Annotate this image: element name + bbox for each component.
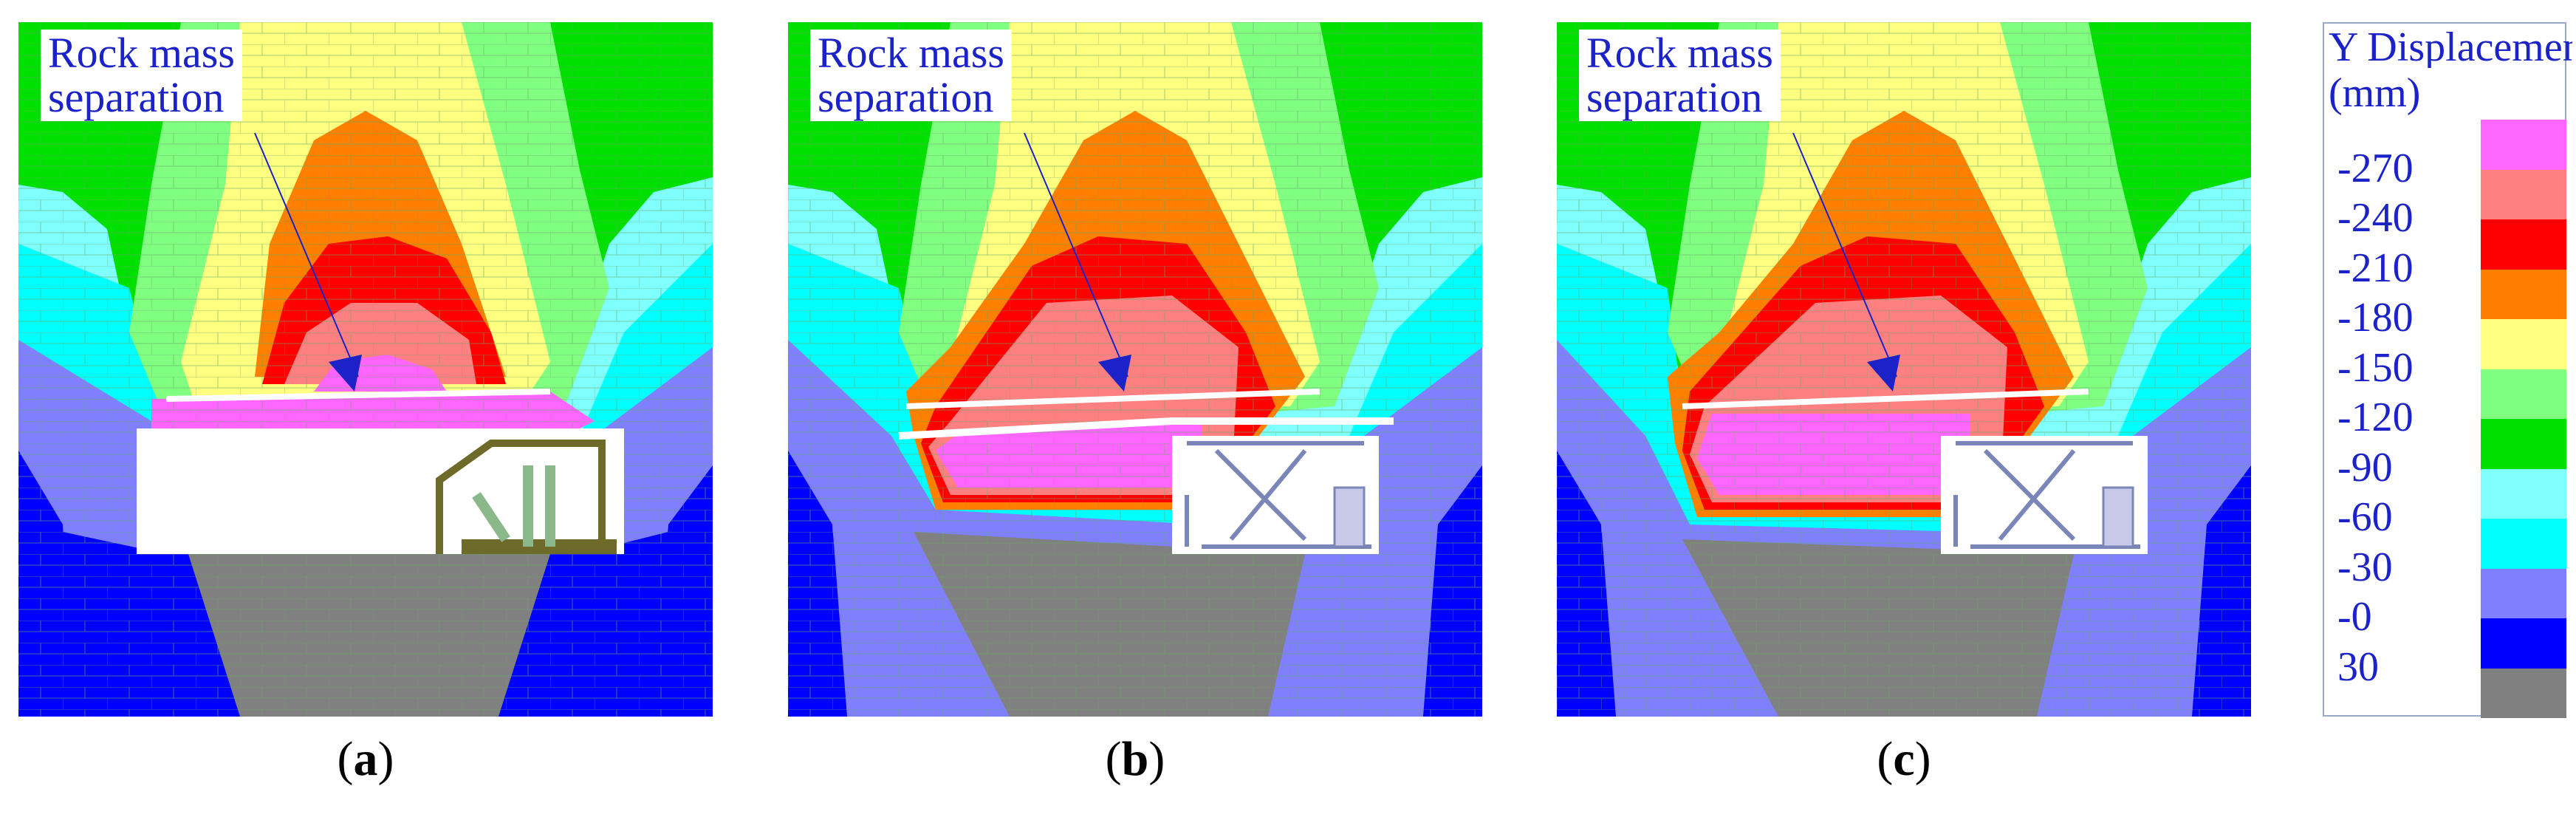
annotation-line-1: Rock mass — [48, 29, 235, 77]
legend-swatch — [2481, 668, 2566, 718]
hydraulic-support — [1953, 441, 2140, 549]
caption-c: (c) — [1877, 732, 1931, 786]
legend-swatch — [2481, 169, 2566, 219]
annotation-line-2: separation — [1586, 73, 1763, 121]
annotation-line-2: separation — [48, 73, 225, 121]
legend-swatch — [2481, 269, 2566, 319]
color-legend: Y Displacement (mm) -270-240-210-180-150… — [2323, 22, 2572, 718]
support-cylinder — [1333, 486, 1366, 548]
legend-label: -240 — [2337, 195, 2414, 241]
annotation-leader — [1792, 132, 1897, 377]
legend-label: -0 — [2337, 594, 2372, 640]
legend-label: -30 — [2337, 544, 2393, 590]
legend-title: Y Displacement — [2329, 27, 2572, 68]
support-frame — [436, 440, 606, 554]
annotation-leader — [1024, 132, 1128, 377]
panel-c: Rock mass separation — [1557, 22, 2251, 717]
displacement-contour-c — [1557, 22, 2251, 717]
legend-swatch — [2481, 219, 2566, 270]
panel-a: Rock mass separation — [18, 22, 713, 717]
mesh-grid — [1557, 22, 2251, 717]
separation-gap — [1682, 389, 2089, 409]
legend-swatch — [2481, 568, 2566, 618]
legend-label: -180 — [2337, 295, 2414, 341]
displacement-contour-a — [18, 22, 713, 717]
legend-unit: (mm) — [2329, 70, 2421, 116]
legend-swatch — [2481, 369, 2566, 419]
caption-a: (a) — [337, 732, 394, 786]
annotation-arrow-icon — [329, 355, 362, 392]
roadway-opening — [137, 428, 624, 554]
legend-label: 30 — [2337, 643, 2379, 690]
roadway-opening — [1172, 436, 1379, 554]
annotation-line-1: Rock mass — [818, 29, 1004, 77]
separation-gap — [905, 389, 1320, 409]
roof-gap — [898, 417, 1394, 440]
hydraulic-support — [1185, 441, 1371, 549]
legend-label: -60 — [2337, 494, 2393, 540]
annotation-arrow-icon — [1867, 355, 1900, 392]
legend-label: -90 — [2337, 444, 2393, 491]
legend-label: -150 — [2337, 344, 2414, 391]
legend-swatch — [2481, 120, 2566, 170]
caption-letter: b — [1121, 732, 1149, 786]
displacement-contour-b — [788, 22, 1482, 717]
caption-b: (b) — [1105, 732, 1165, 786]
annotation-leader — [254, 132, 359, 377]
legend-swatch — [2481, 519, 2566, 569]
legend-swatch — [2481, 618, 2566, 669]
legend-label: -210 — [2337, 245, 2414, 291]
roadway-opening — [1941, 436, 2148, 554]
annotation-label-c: Rock mass separation — [1579, 30, 1781, 121]
support-base — [462, 539, 617, 554]
support-legs — [472, 465, 555, 547]
annotation-label-b: Rock mass separation — [810, 30, 1012, 121]
annotation-label-a: Rock mass separation — [41, 30, 242, 121]
legend-swatch — [2481, 468, 2566, 519]
mesh-grid — [788, 22, 1482, 717]
legend-label: -270 — [2337, 145, 2414, 191]
panel-b: Rock mass separation — [788, 22, 1482, 717]
annotation-line-2: separation — [818, 73, 994, 121]
legend-swatch — [2481, 319, 2566, 369]
caption-letter: a — [353, 732, 378, 786]
annotation-line-1: Rock mass — [1586, 29, 1773, 77]
support-cylinder — [2102, 486, 2134, 548]
legend-swatch — [2481, 419, 2566, 469]
mesh-grid — [18, 22, 713, 717]
legend-label: -120 — [2337, 394, 2414, 440]
caption-letter: c — [1893, 732, 1915, 786]
separation-gap — [165, 389, 551, 402]
annotation-arrow-icon — [1098, 355, 1131, 392]
